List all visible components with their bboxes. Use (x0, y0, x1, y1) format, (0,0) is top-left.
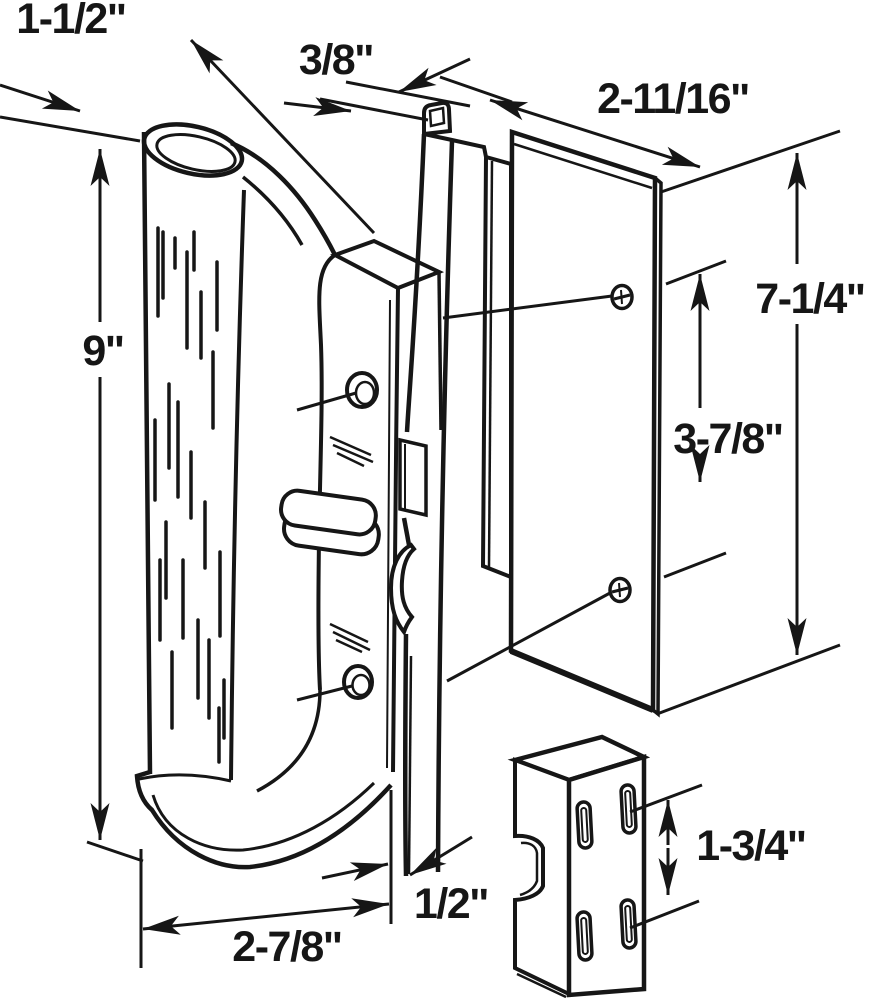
dim-plate-hole-spacing: 3-7/8" (663, 259, 784, 579)
dim-plate-width: 2-11/16" (489, 75, 750, 169)
latch-bar-head (422, 100, 453, 137)
handle-screw-hole-top (296, 371, 379, 412)
latch-slot (398, 437, 428, 518)
dim-label-handle-top-width: 1-1/2" (16, 0, 125, 43)
dim-plate-height: 7-1/4" (656, 129, 866, 716)
thumb-latch-lever (279, 488, 381, 557)
dim-label-plate-hole-spacing: 3-7/8" (673, 415, 782, 463)
dim-label-handle-base-width: 2-7/8" (232, 923, 341, 971)
handle-tube (141, 131, 153, 775)
keeper-bracket (507, 734, 651, 999)
dim-label-handle-height: 9" (82, 327, 123, 375)
dim-label-latch-bar-width: 3/8" (299, 36, 373, 84)
dim-label-plate-width: 2-11/16" (597, 75, 749, 123)
dim-handle-top-width: 1-1/2" (0, 0, 376, 235)
dim-latch-offset: 1/2" (321, 790, 490, 928)
dim-latch-bar-width: 3/8" (283, 36, 471, 122)
latch-hook (388, 542, 417, 637)
dim-label-keeper-hole-spacing: 1-3/4" (696, 822, 805, 870)
dim-keeper-hole-spacing: 1-3/4" (629, 783, 807, 930)
keeper-slots (575, 783, 638, 962)
dim-label-plate-height: 7-1/4" (755, 275, 864, 323)
dim-handle-height: 9" (82, 149, 144, 863)
strike-plate (439, 75, 663, 718)
latch-bar (388, 100, 488, 877)
dim-handle-base-width: 2-7/8" (139, 849, 390, 971)
handle-screw-hole-bottom (296, 664, 374, 702)
plate-screw-hole-top (442, 283, 634, 320)
plate-screw-hole-bottom (446, 576, 632, 683)
hatch-marks (329, 435, 374, 654)
tube-hatching (153, 226, 226, 764)
dim-label-latch-offset: 1/2" (414, 880, 488, 928)
handle-assembly (134, 122, 445, 870)
handle-foot (134, 769, 393, 870)
